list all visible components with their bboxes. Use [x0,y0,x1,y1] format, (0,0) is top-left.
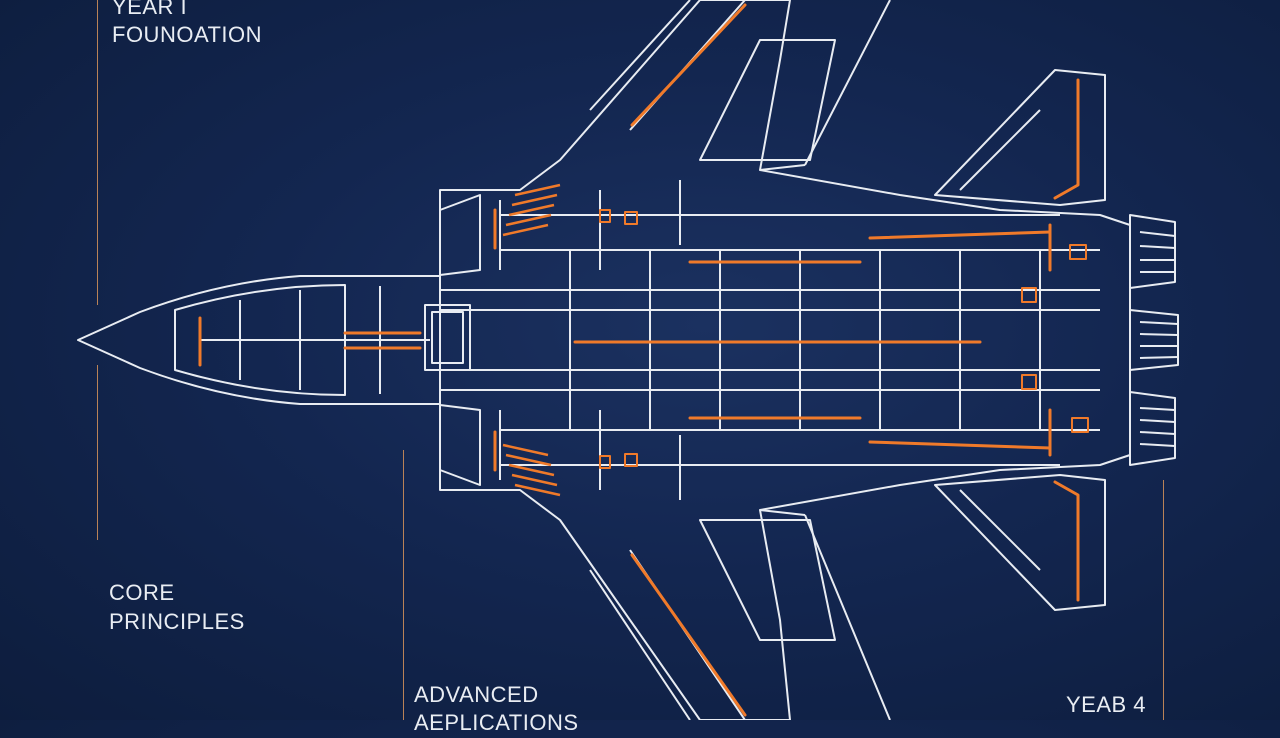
jet-blueprint [77,0,1179,720]
accent-stripe-lower-wing [630,553,747,717]
principles-label: PRINCIPLES [109,609,245,634]
foundation-label: FOUNOATION [112,22,263,47]
timeline-rule-left [97,0,98,305]
timeline-rule-left-lower [97,365,98,540]
blueprint-canvas: YEAR I FOUNOATION CORE PRINCIPLES ADVANC… [77,0,1179,735]
lower-tail [934,474,1106,611]
advanced-label: ADVANCED [414,682,539,707]
canopy [174,284,346,396]
upper-wing [589,0,836,161]
intake-hatching [502,183,561,497]
fuselage-outline [77,0,1131,720]
timeline-rule-mid [403,450,404,720]
engine-nozzles [1129,214,1179,466]
upper-tail [934,69,1106,206]
year-1-label: YEAR I [112,0,188,19]
lower-wing [589,519,836,720]
timeline-rule-right [1163,480,1164,720]
accent-stripe-upper-wing [630,3,747,127]
core-label: CORE [109,580,175,605]
year-4-label: YEAB 4 [1066,692,1147,717]
